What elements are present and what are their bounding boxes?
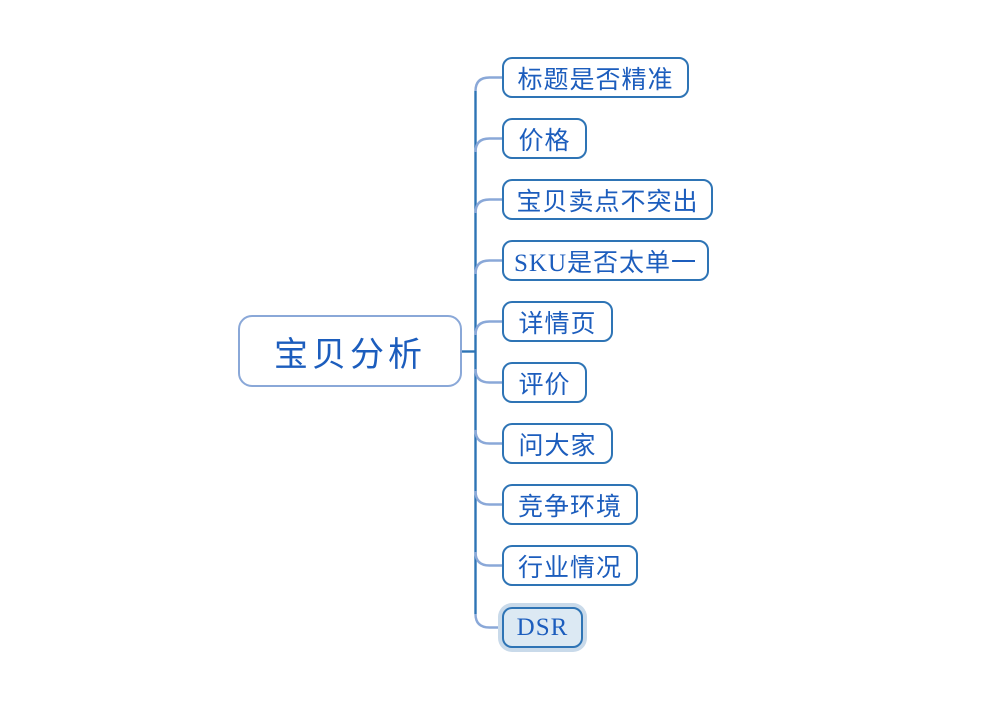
node-label: 问大家 — [518, 432, 597, 460]
node-label: 详情页 — [518, 310, 597, 338]
node-ask-everyone[interactable]: 问大家 — [502, 423, 613, 464]
root-node-baobei-analysis[interactable]: 宝贝分析 — [238, 315, 462, 387]
branch-connector — [474, 551, 502, 567]
node-dsr[interactable]: DSR — [502, 607, 583, 648]
node-label: 标题是否精准 — [517, 66, 674, 94]
branch-connector — [474, 490, 502, 506]
node-sku-variety[interactable]: SKU是否太单一 — [502, 240, 709, 281]
branch-connector — [474, 137, 502, 153]
node-label: 行业情况 — [517, 554, 622, 582]
branch-connector — [474, 76, 502, 92]
node-competition[interactable]: 竞争环境 — [502, 484, 638, 525]
node-selling-points[interactable]: 宝贝卖点不突出 — [502, 179, 713, 220]
node-label: 价格 — [518, 127, 571, 155]
node-title-accuracy[interactable]: 标题是否精准 — [502, 57, 689, 98]
branch-connector — [474, 198, 502, 214]
node-reviews[interactable]: 评价 — [502, 362, 587, 403]
node-detail-page[interactable]: 详情页 — [502, 301, 613, 342]
branch-connector — [474, 429, 502, 445]
node-label: 宝贝卖点不突出 — [516, 188, 699, 216]
root-node-label: 宝贝分析 — [274, 336, 426, 374]
branch-connector — [474, 368, 502, 384]
branch-connector — [474, 613, 502, 629]
node-price[interactable]: 价格 — [502, 118, 587, 159]
node-industry[interactable]: 行业情况 — [502, 545, 638, 586]
node-label: SKU是否太单一 — [513, 249, 697, 277]
branch-connector — [474, 320, 502, 336]
node-label: DSR — [516, 613, 569, 641]
node-label: 竞争环境 — [517, 493, 622, 521]
branch-connector — [474, 259, 502, 275]
node-label: 评价 — [518, 371, 571, 399]
